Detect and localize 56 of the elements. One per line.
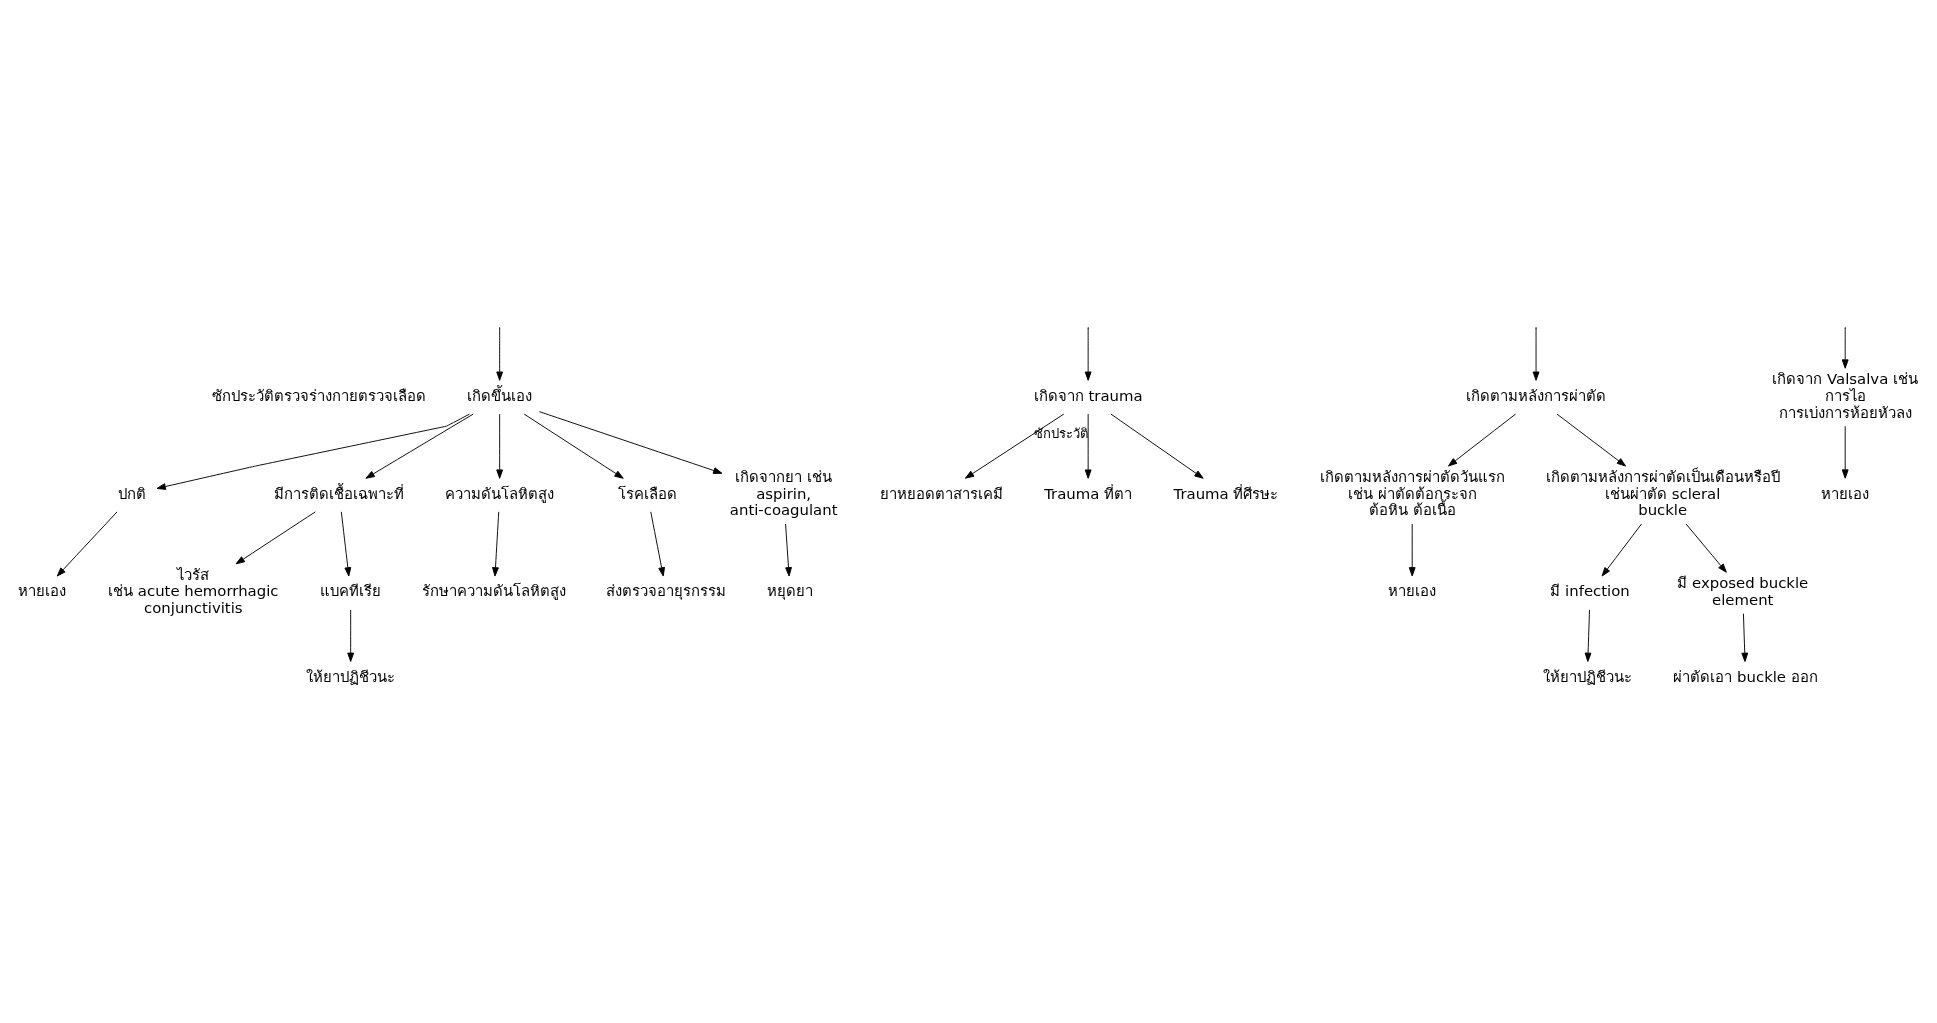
arrow <box>156 413 470 490</box>
node-text: มี exposed buckle element <box>1677 574 1809 609</box>
arrow <box>1685 523 1727 573</box>
node-text: ส่งตรวจอายุรกรรม <box>606 582 727 601</box>
arrow <box>1110 413 1204 479</box>
node-text: ไวรัส เช่น acute hemorrhagic conjunctivitis <box>108 565 279 618</box>
arrow <box>1741 613 1749 662</box>
arrow <box>1841 327 1849 369</box>
node-text: เกิดตามหลังการผ่าตัดเป็นเดือนหรือปี เช่นผ่าตัด scleral buckle <box>1545 467 1780 520</box>
node-text: เกิดจากยา เช่น aspirin, anti-coagulant <box>729 467 838 520</box>
node-text: ยาหยอดตาสารเคมี <box>879 484 1003 503</box>
node-text: เกิดตามหลังการผ่าตัดวันแรก เช่น ผ่าตัดต้อกระจก ต้อหิน ต้อเนื้อ <box>1319 467 1505 520</box>
node-text: เกิดตามหลังการผ่าตัด <box>1466 386 1607 405</box>
arrow <box>1601 523 1642 577</box>
arrow <box>964 413 1065 479</box>
arrow <box>235 511 316 565</box>
node-text: แบคทีเรีย <box>320 582 382 601</box>
node-text: หายเอง <box>1388 582 1437 601</box>
node-text: ให้ยาปฏิชีวนะ <box>1542 668 1632 687</box>
arrow <box>1556 413 1627 467</box>
arrow <box>785 523 792 577</box>
arrow <box>56 511 118 577</box>
arrow <box>1084 413 1092 479</box>
arrow <box>650 511 665 577</box>
arrow <box>496 413 504 479</box>
node-text: Trauma ที่ศีรษะ <box>1173 484 1279 503</box>
arrow <box>1584 609 1592 662</box>
label: ซักประวัติตรวจร่างกายตรวจเลือด <box>212 386 427 405</box>
node-text: มีการติดเชื้อเฉพาะที่ <box>274 484 405 503</box>
arrow <box>1841 425 1849 479</box>
node-text: มี infection <box>1550 582 1630 601</box>
arrow <box>347 609 355 662</box>
node-text: โรคเลือด <box>618 484 678 503</box>
node-text: หายเอง <box>18 582 67 601</box>
node-text: ให้ยาปฏิชีวนะ <box>306 668 396 687</box>
arrow <box>523 413 624 479</box>
edge-label: ซักประวัติ <box>1033 426 1088 442</box>
arrow <box>1532 327 1540 381</box>
node-text: เกิดขึ้นเอง <box>467 386 533 405</box>
node-text: เกิดจาก Valsalva เช่น การไอ การเบ่งการห้อยหัวลง <box>1772 370 1919 422</box>
arrow <box>1448 413 1517 467</box>
arrow <box>492 511 500 577</box>
arrow <box>1408 523 1416 577</box>
node-text: Trauma ที่ตา <box>1044 484 1133 503</box>
arrow <box>496 327 504 381</box>
arrow <box>1084 327 1092 381</box>
node-text: หยุดยา <box>767 582 814 601</box>
node-text: ปกติ <box>117 484 146 503</box>
node-text: เกิดจาก trauma <box>1033 386 1143 405</box>
arrow <box>539 411 723 474</box>
node-text: ผ่าตัดเอา buckle ออก <box>1673 668 1818 687</box>
node-text: รักษาความดันโลหิตสูง <box>422 582 567 601</box>
arrow <box>365 413 474 479</box>
node-text: หายเอง <box>1821 484 1870 503</box>
arrow <box>340 511 352 577</box>
node-text: ความดันโลหิตสูง <box>445 484 555 503</box>
